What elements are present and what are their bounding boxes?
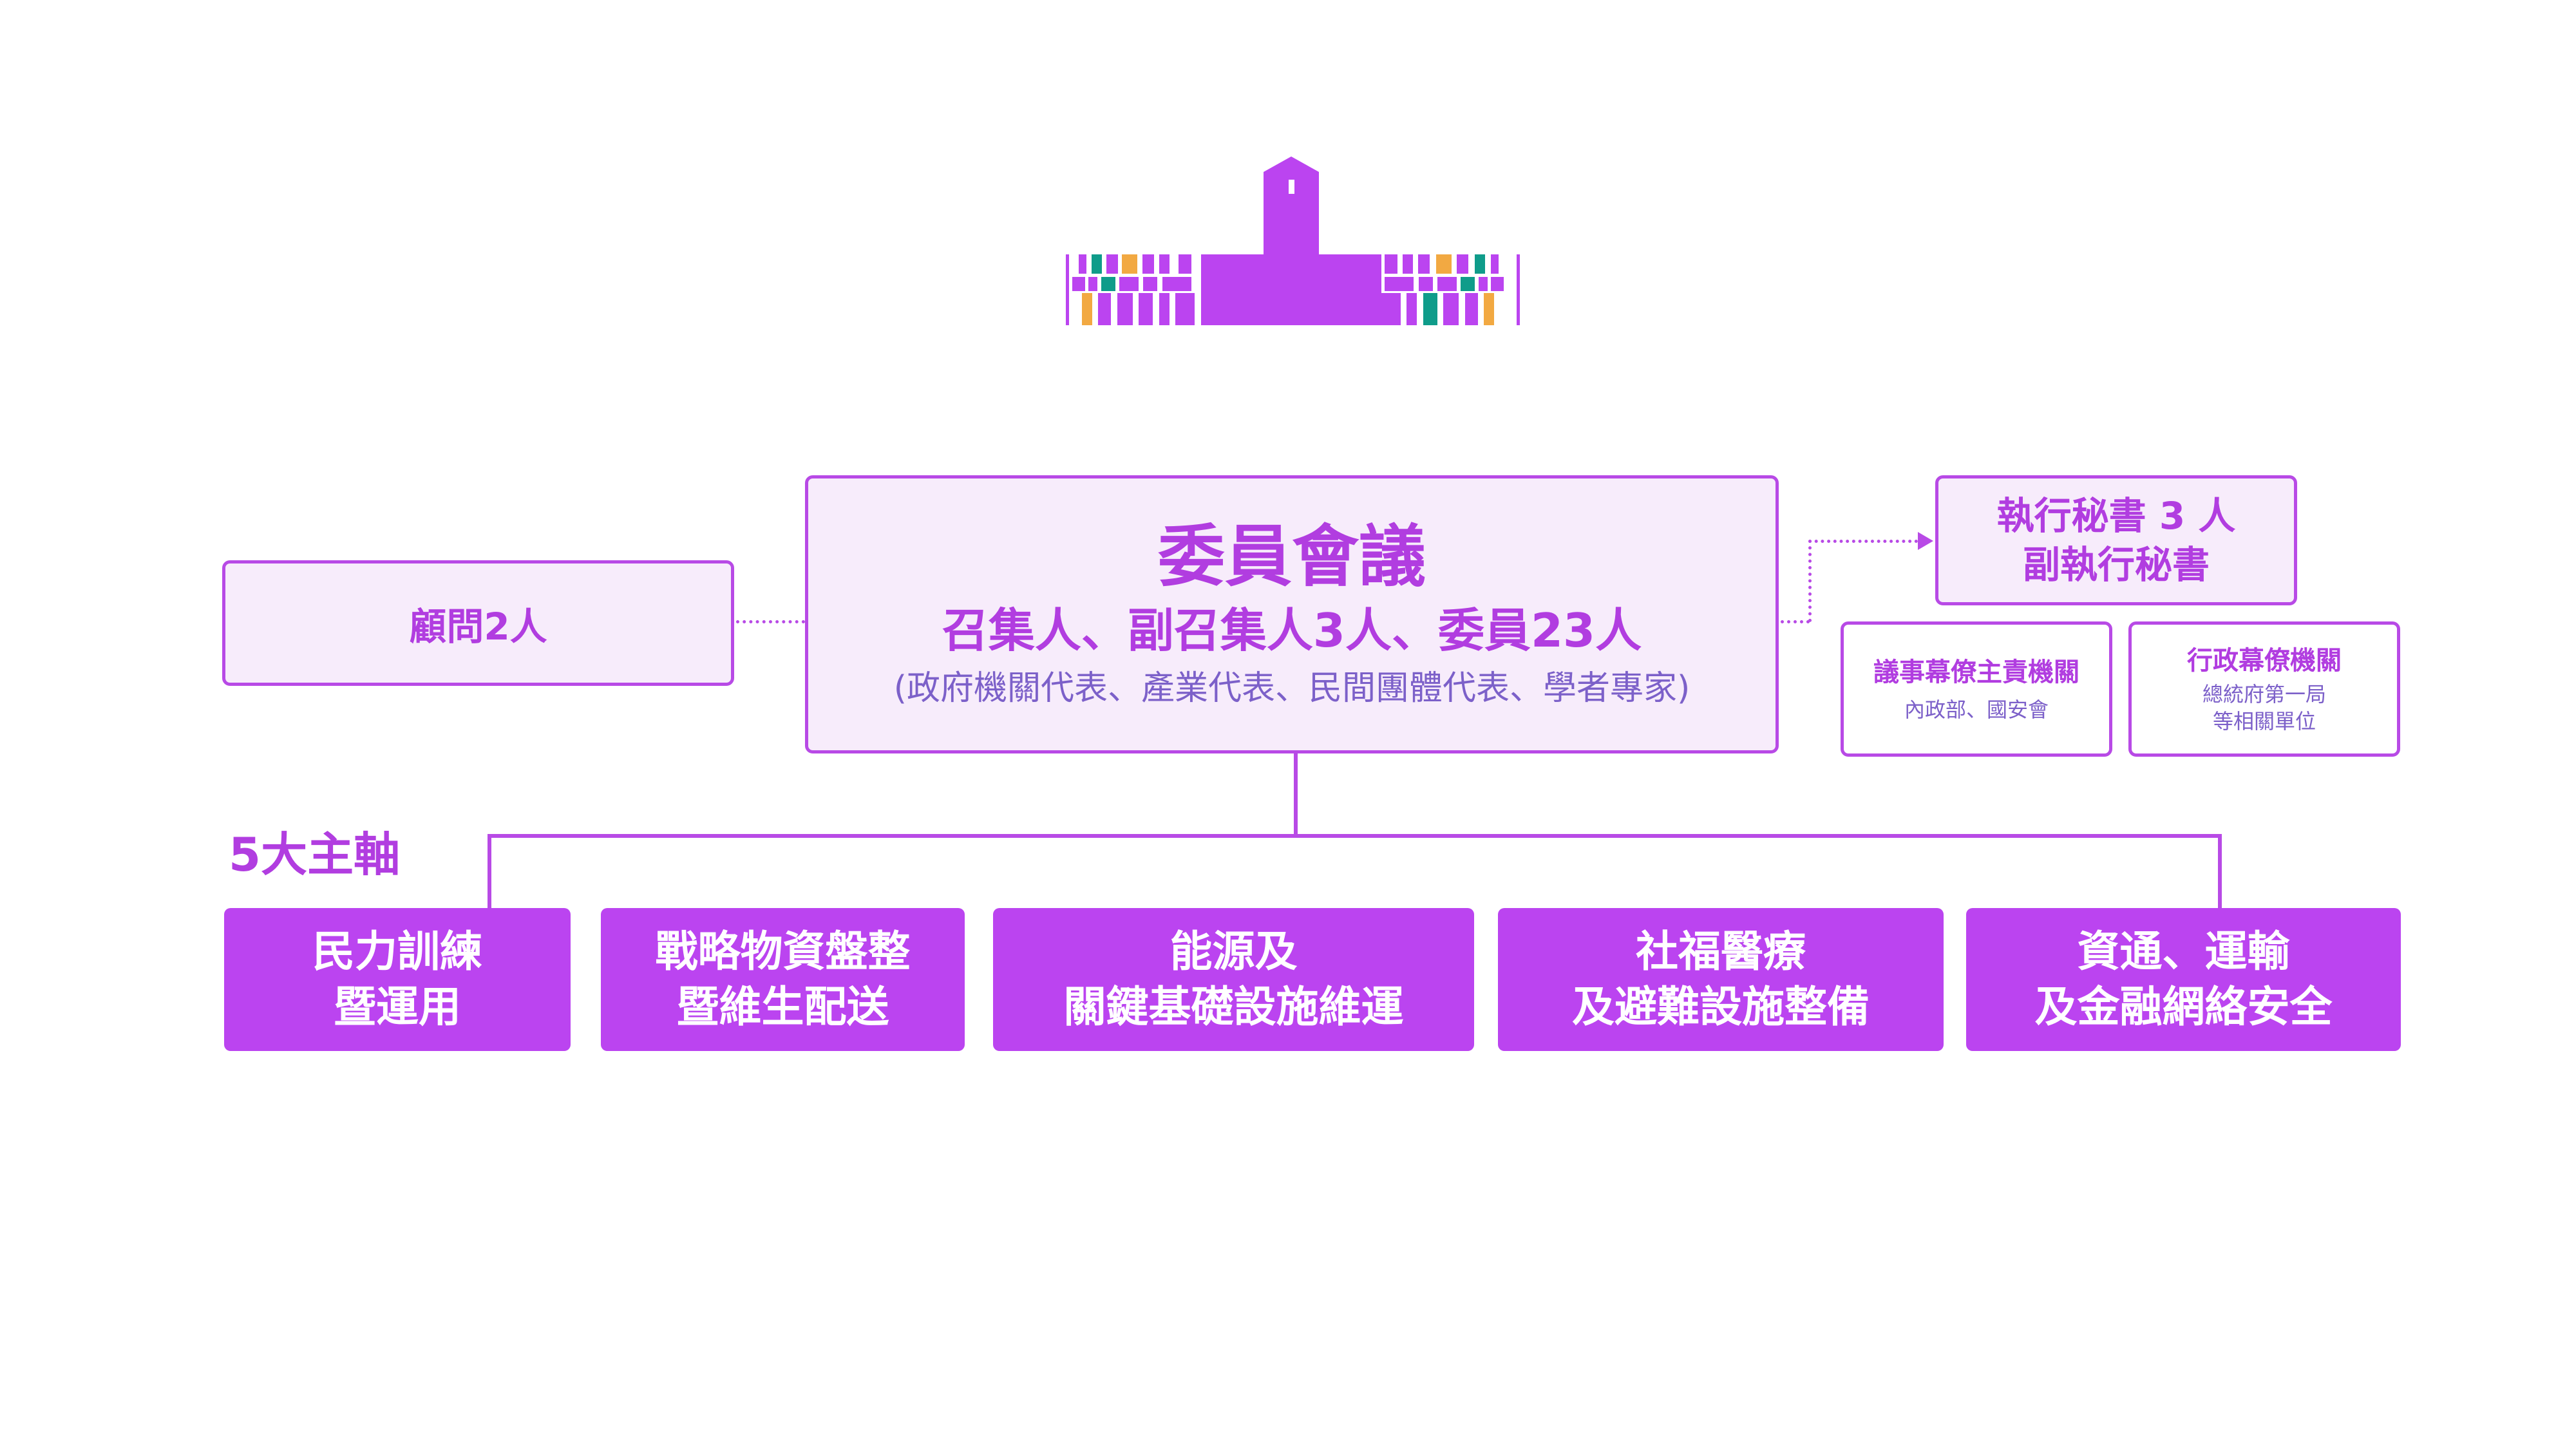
council-members: 召集人、副召集人3人、委員23人 bbox=[942, 603, 1642, 658]
axis-line1: 能源及 bbox=[1170, 927, 1298, 976]
secretary-line2: 副執行秘書 bbox=[2022, 543, 2210, 587]
advisor-connector bbox=[736, 620, 805, 623]
advisor-box: 顧問2人 bbox=[222, 560, 734, 686]
staff-unit-sub: 總統府第一局 bbox=[2202, 682, 2326, 706]
axes-bar-line bbox=[488, 834, 2222, 838]
axis-left-drop bbox=[488, 834, 491, 908]
axis-line1: 戰略物資盤整 bbox=[655, 927, 911, 976]
axis-box: 能源及 關鍵基礎設施維運 bbox=[993, 908, 1474, 1051]
axis-line2: 關鍵基礎設施維運 bbox=[1063, 982, 1404, 1032]
staff-unit-box: 行政幕僚機關 總統府第一局 等相關單位 bbox=[2128, 621, 2400, 757]
axis-box: 資通、運輸 及金融網絡安全 bbox=[1966, 908, 2401, 1051]
axis-line1: 社福醫療 bbox=[1636, 927, 1806, 976]
secretary-line1: 執行秘書 3 人 bbox=[1996, 494, 2236, 538]
axis-right-drop bbox=[2218, 834, 2222, 908]
secretary-box: 執行秘書 3 人 副執行秘書 bbox=[1935, 475, 2297, 605]
axis-line2: 及金融網絡安全 bbox=[2034, 982, 2333, 1032]
council-composition: (政府機關代表、產業代表、民間團體代表、學者專家) bbox=[893, 669, 1690, 708]
council-title: 委員會議 bbox=[1157, 517, 1426, 596]
staff-unit-sub: 等相關單位 bbox=[2212, 709, 2316, 734]
axes-label: 5大主軸 bbox=[229, 828, 401, 882]
staff-unit-title: 行政幕僚機關 bbox=[2187, 646, 2342, 676]
axis-box: 社福醫療 及避難設施整備 bbox=[1498, 908, 1944, 1051]
axis-line2: 暨運用 bbox=[334, 982, 461, 1032]
staff-unit-title: 議事幕僚主責機關 bbox=[1873, 658, 2079, 687]
staff-unit-sub: 內政部、國安會 bbox=[1904, 697, 2049, 722]
staff-unit-box: 議事幕僚主責機關 內政部、國安會 bbox=[1841, 621, 2112, 757]
council-stem-line bbox=[1294, 753, 1298, 837]
axis-box: 民力訓練 暨運用 bbox=[224, 908, 571, 1051]
axis-line2: 暨維生配送 bbox=[676, 982, 889, 1032]
secretary-connector-v bbox=[1808, 540, 1812, 622]
axis-line1: 資通、運輸 bbox=[2077, 927, 2290, 976]
council-box: 委員會議 召集人、副召集人3人、委員23人 (政府機關代表、產業代表、民間團體代… bbox=[805, 475, 1779, 753]
arrow-right-icon bbox=[1918, 532, 1933, 550]
advisor-label: 顧問2人 bbox=[409, 604, 547, 649]
secretary-connector-h2 bbox=[1808, 540, 1918, 543]
presidential-office-logo bbox=[1066, 156, 1520, 325]
axis-line2: 及避難設施整備 bbox=[1572, 982, 1870, 1032]
axis-line1: 民力訓練 bbox=[312, 927, 482, 976]
axis-box: 戰略物資盤整 暨維生配送 bbox=[601, 908, 965, 1051]
secretary-connector-h1 bbox=[1781, 620, 1810, 623]
